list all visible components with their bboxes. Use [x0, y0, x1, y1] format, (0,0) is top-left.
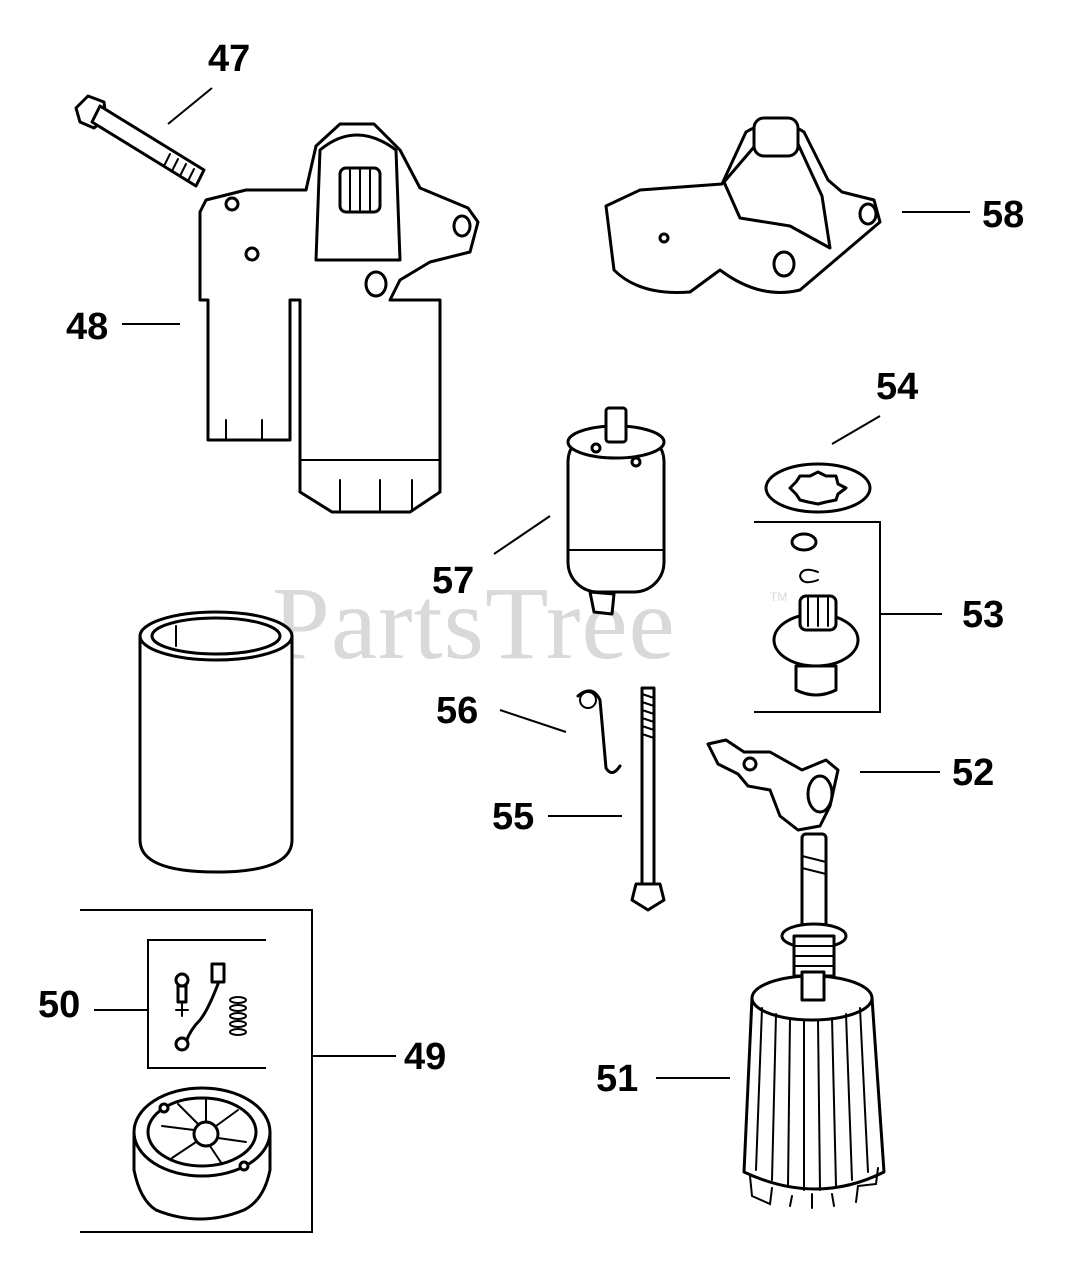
part-49-end-cap[interactable] [132, 1086, 272, 1221]
part-47-bolt[interactable] [74, 94, 206, 188]
watermark-trademark: TM [770, 590, 788, 604]
part-48-starter-motor[interactable] [198, 122, 480, 514]
part-51-armature[interactable] [742, 832, 886, 1209]
field-frame-tube[interactable] [138, 610, 294, 874]
callout-51[interactable]: 51 [596, 1058, 639, 1100]
callout-57[interactable]: 57 [432, 560, 475, 602]
callout-53[interactable]: 53 [962, 594, 1005, 636]
part-54-retainer-washer[interactable] [764, 462, 872, 514]
callout-50[interactable]: 50 [38, 984, 81, 1026]
part-56-spring-clip[interactable] [576, 689, 622, 774]
callout-56[interactable]: 56 [436, 690, 479, 732]
leader-lines [94, 87, 970, 1079]
callout-55[interactable]: 55 [492, 796, 535, 838]
part-58-drive-end-housing[interactable] [604, 116, 882, 294]
callout-48[interactable]: 48 [66, 306, 109, 348]
part-49-commutator-end-frame [80, 909, 313, 1233]
part-50-brush-kit[interactable] [147, 939, 266, 1069]
callout-47[interactable]: 47 [208, 38, 251, 80]
callout-49[interactable]: 49 [404, 1036, 447, 1078]
callout-58[interactable]: 58 [982, 194, 1025, 236]
part-52-drive-lever[interactable] [706, 738, 840, 832]
part-53-drive-kit[interactable] [754, 521, 881, 713]
callout-52[interactable]: 52 [952, 752, 995, 794]
part-55-through-bolt[interactable] [630, 686, 666, 912]
callout-54[interactable]: 54 [876, 366, 919, 408]
part-57-solenoid[interactable] [566, 406, 666, 616]
